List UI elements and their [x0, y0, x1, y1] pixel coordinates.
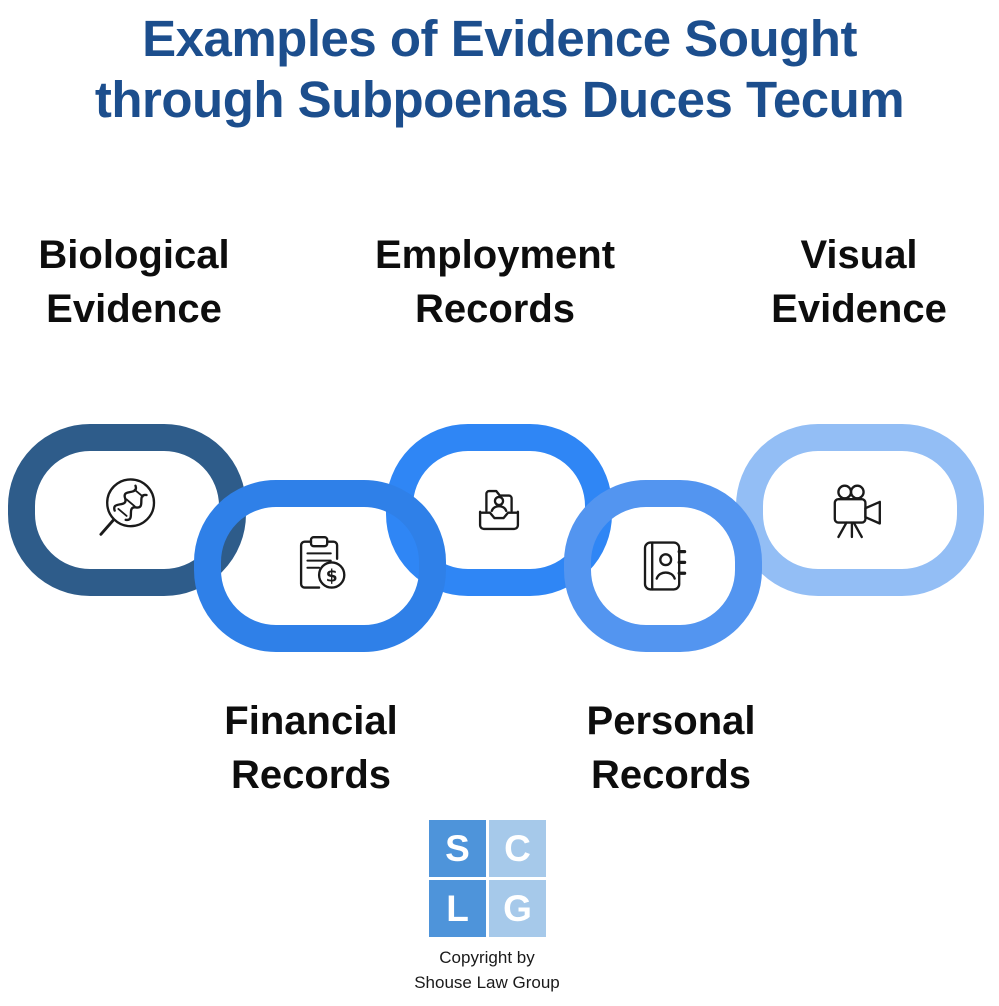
archive-person-icon [454, 465, 544, 555]
label-visual-evidence: Visual Evidence [771, 233, 947, 331]
copyright-line-2: Shouse Law Group [414, 972, 560, 992]
logo-letter-s: S [429, 820, 486, 877]
page-title: Examples of Evidence Sought through Subp… [0, 8, 999, 130]
chain-link-visual [736, 424, 984, 596]
page-title-line-2: through Subpoenas Duces Tecum [94, 71, 905, 129]
video-camera-icon [815, 465, 905, 555]
clipboard-dollar-icon: $ [275, 521, 365, 611]
address-book-icon [618, 521, 708, 611]
chain-link-financial: $ [194, 480, 446, 652]
svg-text:$: $ [326, 566, 338, 586]
chain-link-personal [564, 480, 762, 652]
logo-letter-l: L [429, 880, 486, 937]
page-title-line-1: Examples of Evidence Sought [142, 10, 857, 67]
label-biological-evidence: Biological Evidence [38, 233, 230, 331]
label-financial-records: Financial Records [224, 699, 398, 797]
logo-letter-g: G [489, 880, 546, 937]
logo-letter-c: C [489, 820, 546, 877]
sclg-logo: S C L G [429, 820, 546, 937]
copyright-text: Copyright by Shouse Law Group [337, 946, 637, 995]
copyright-line-1: Copyright by [439, 948, 535, 967]
label-personal-records: Personal Records [586, 699, 756, 797]
dna-magnifier-icon [82, 465, 172, 555]
label-employment-records: Employment Records [374, 233, 616, 331]
